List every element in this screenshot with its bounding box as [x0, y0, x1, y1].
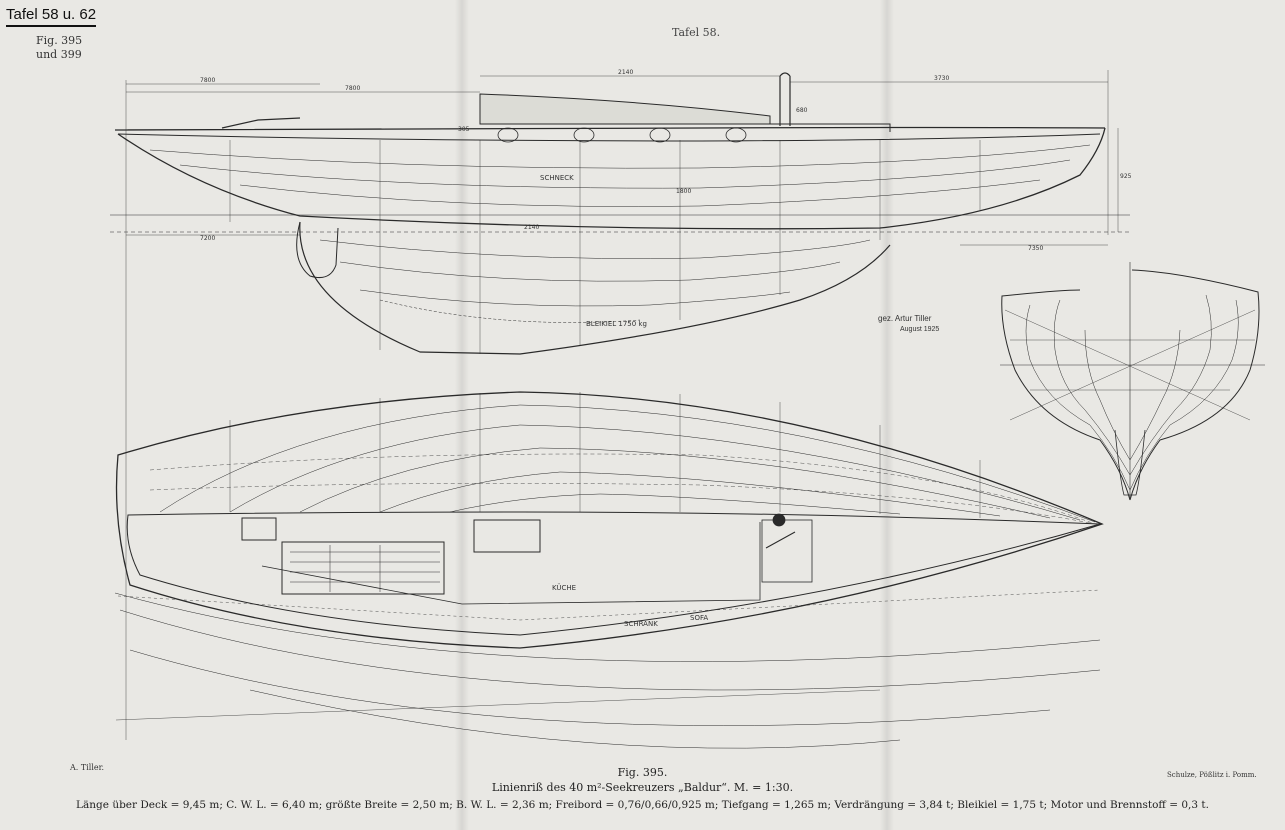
figure-reference: und 399 — [36, 48, 82, 61]
profile-view — [110, 70, 1130, 740]
dim-label: 2140 — [524, 224, 539, 231]
galley-label: KÜCHE — [552, 583, 576, 592]
figure-reference: Fig. 395 — [36, 34, 83, 47]
figure-number: Fig. 395. — [617, 766, 668, 779]
dim-label: 1800 — [676, 188, 691, 195]
signature-date: August 1925 — [900, 326, 940, 333]
dim-label: 305 — [458, 126, 470, 133]
body-plan-view — [1000, 262, 1265, 501]
dim-label: 3730 — [934, 75, 949, 82]
bulkhead-label: SCHNECK — [540, 174, 574, 182]
paper-fold — [880, 0, 894, 830]
plate-title: Tafel 58. — [672, 26, 721, 39]
designer-signature: gez. Artur Tiller — [878, 314, 932, 323]
figure-title: Linienriß des 40 m²-Seekreuzers „Baldur“… — [491, 781, 794, 794]
lead-keel-label: BLEIKIEL 1750 kg — [586, 320, 647, 328]
plate-reference-label: Tafel 58 u. 62 — [6, 6, 97, 27]
dim-label: 7350 — [1028, 245, 1043, 252]
specifications-line: Länge über Deck = 9,45 m; C. W. L. = 6,4… — [76, 799, 1209, 811]
printer-credit: Schulze, Pößlitz i. Pomm. — [1167, 771, 1257, 779]
cupboard-label: SCHRANK — [624, 620, 658, 628]
dim-label: 2140 — [618, 69, 633, 76]
dim-label: 7800 — [345, 85, 360, 92]
dim-label: 680 — [796, 107, 808, 114]
dim-label: 7800 — [200, 77, 215, 84]
plan-view — [114, 391, 1104, 749]
dim-label: 925 — [1120, 173, 1132, 180]
author-credit: A. Tiller. — [70, 763, 105, 772]
paper-fold — [455, 0, 469, 830]
dim-label: 7200 — [200, 235, 215, 242]
sofa-label: SOFA — [690, 614, 708, 622]
